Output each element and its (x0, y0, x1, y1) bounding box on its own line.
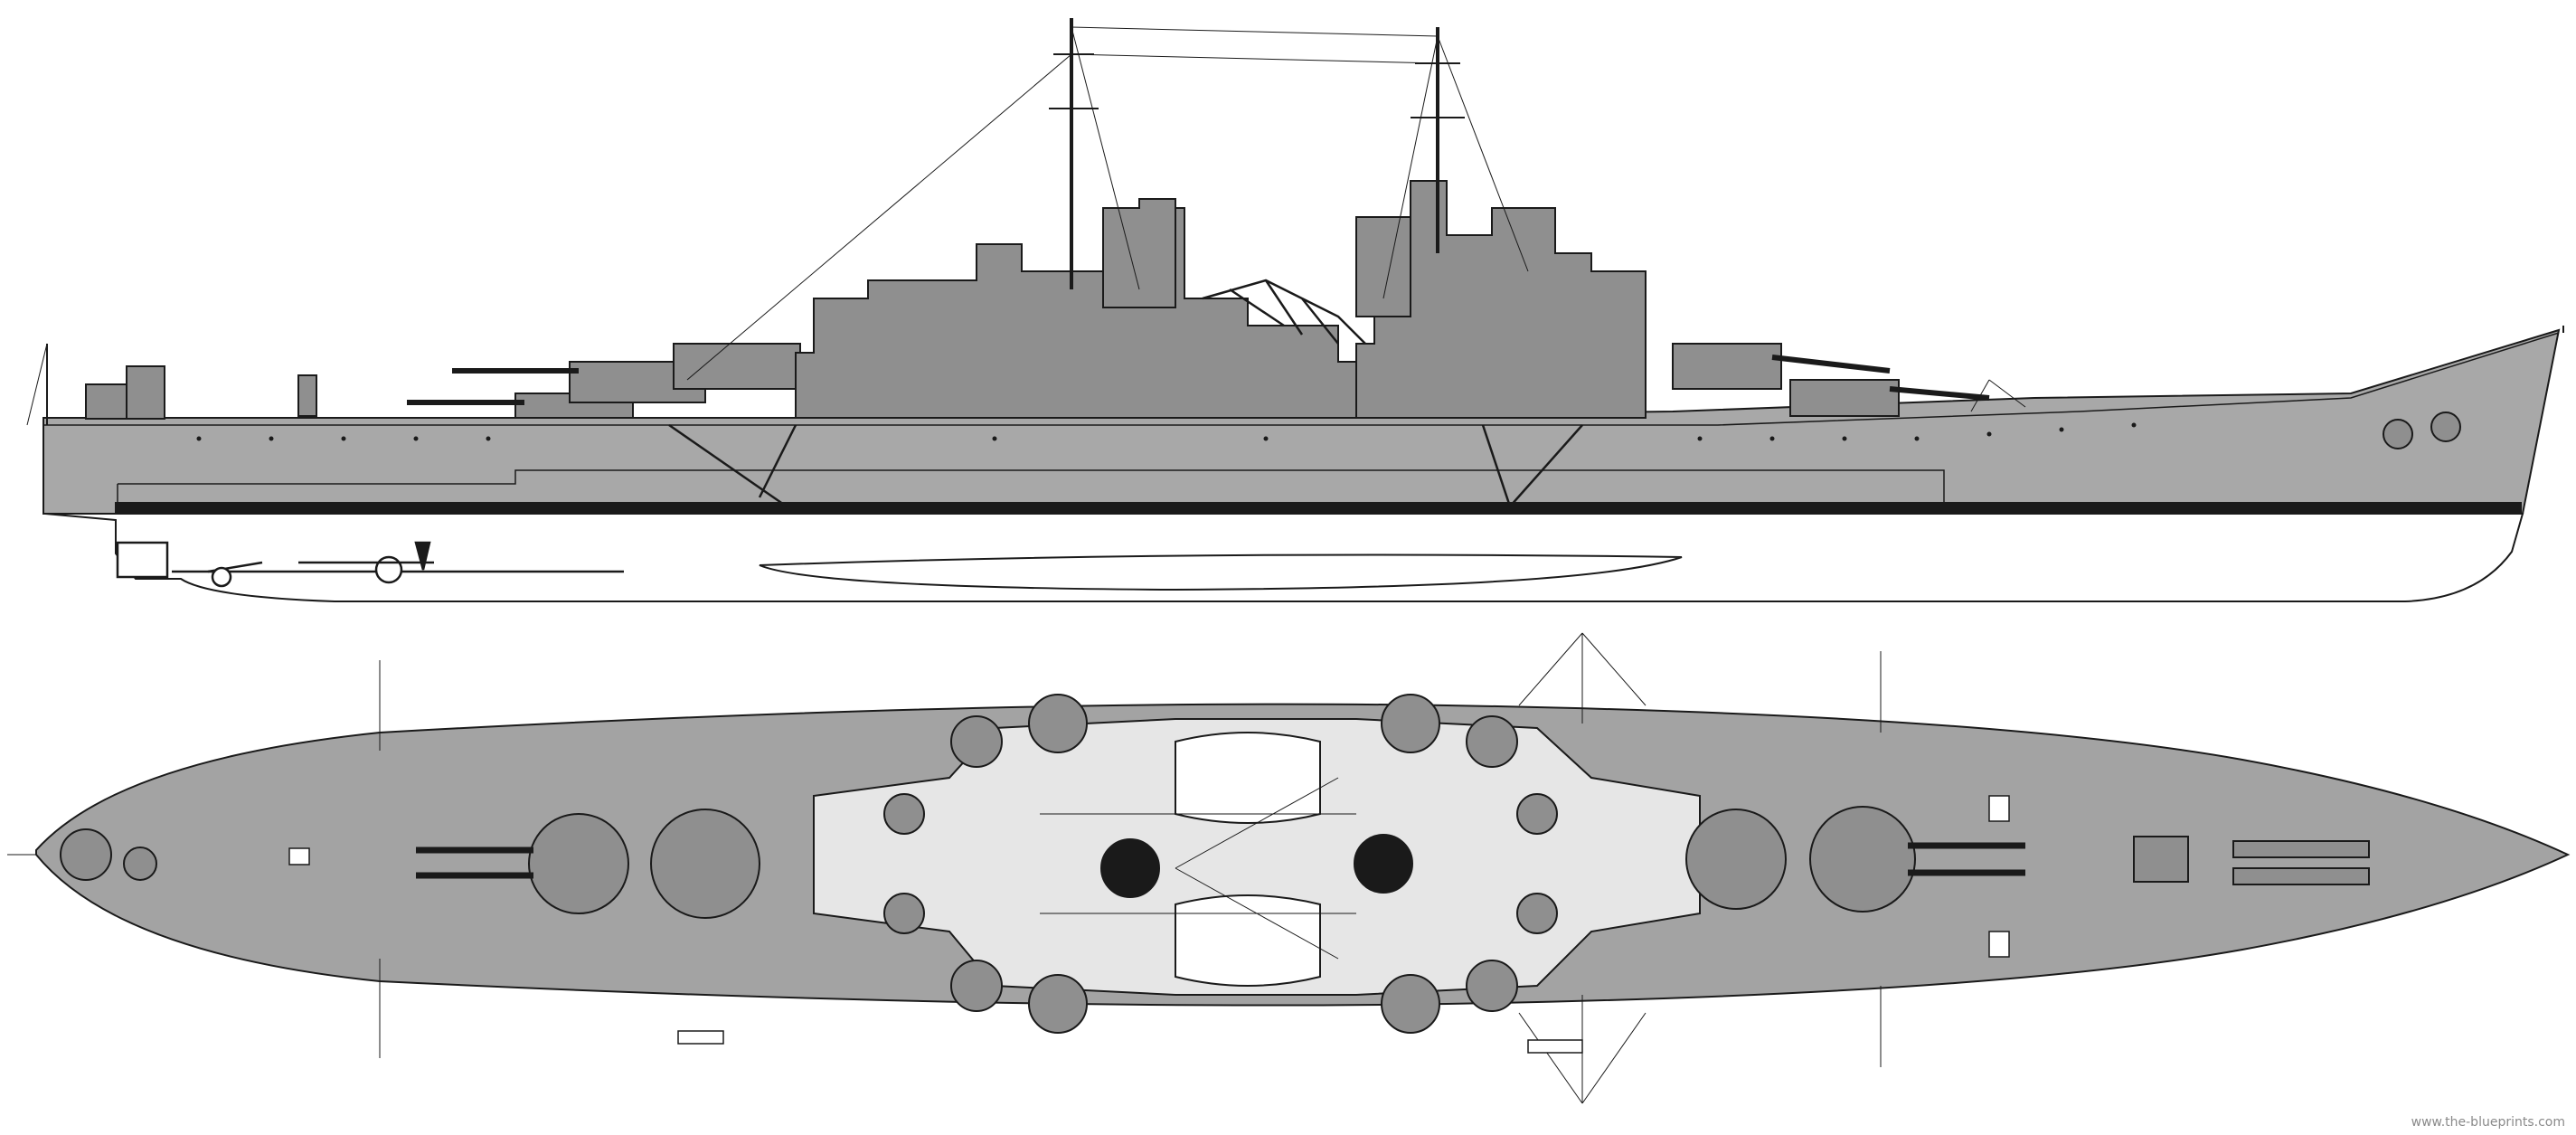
watermark-text: www.the-blueprints.com (2411, 1115, 2565, 1130)
top-plan-view (7, 632, 2571, 1104)
boat-booms (668, 423, 1583, 508)
aft-main-turrets (407, 343, 801, 419)
anchor-hawse (2383, 411, 2461, 449)
main-turrets-plan (528, 806, 1916, 919)
forward-funnel (1355, 216, 1411, 317)
propeller-shafts (116, 541, 624, 588)
deck-edge (43, 332, 2560, 426)
aircraft-crane (1202, 279, 1375, 354)
main-guns-plan (416, 842, 2025, 879)
funnel-caps (1100, 834, 1413, 898)
portholes (196, 422, 2137, 441)
side-profile-view (26, 18, 2564, 602)
armor-belt (117, 469, 1945, 503)
small-mounts-plan (60, 828, 2370, 885)
rigging (26, 26, 2026, 426)
boat-wells (1175, 732, 1321, 987)
secondary-mounts-plan (883, 694, 1558, 1034)
forward-main-turrets (1672, 343, 1990, 417)
aft-aa-mounts (85, 365, 317, 420)
deck-fittings (288, 795, 2010, 1054)
aft-funnel (1102, 198, 1176, 308)
boot-topping (115, 502, 2522, 513)
keel-strip (759, 553, 1683, 591)
